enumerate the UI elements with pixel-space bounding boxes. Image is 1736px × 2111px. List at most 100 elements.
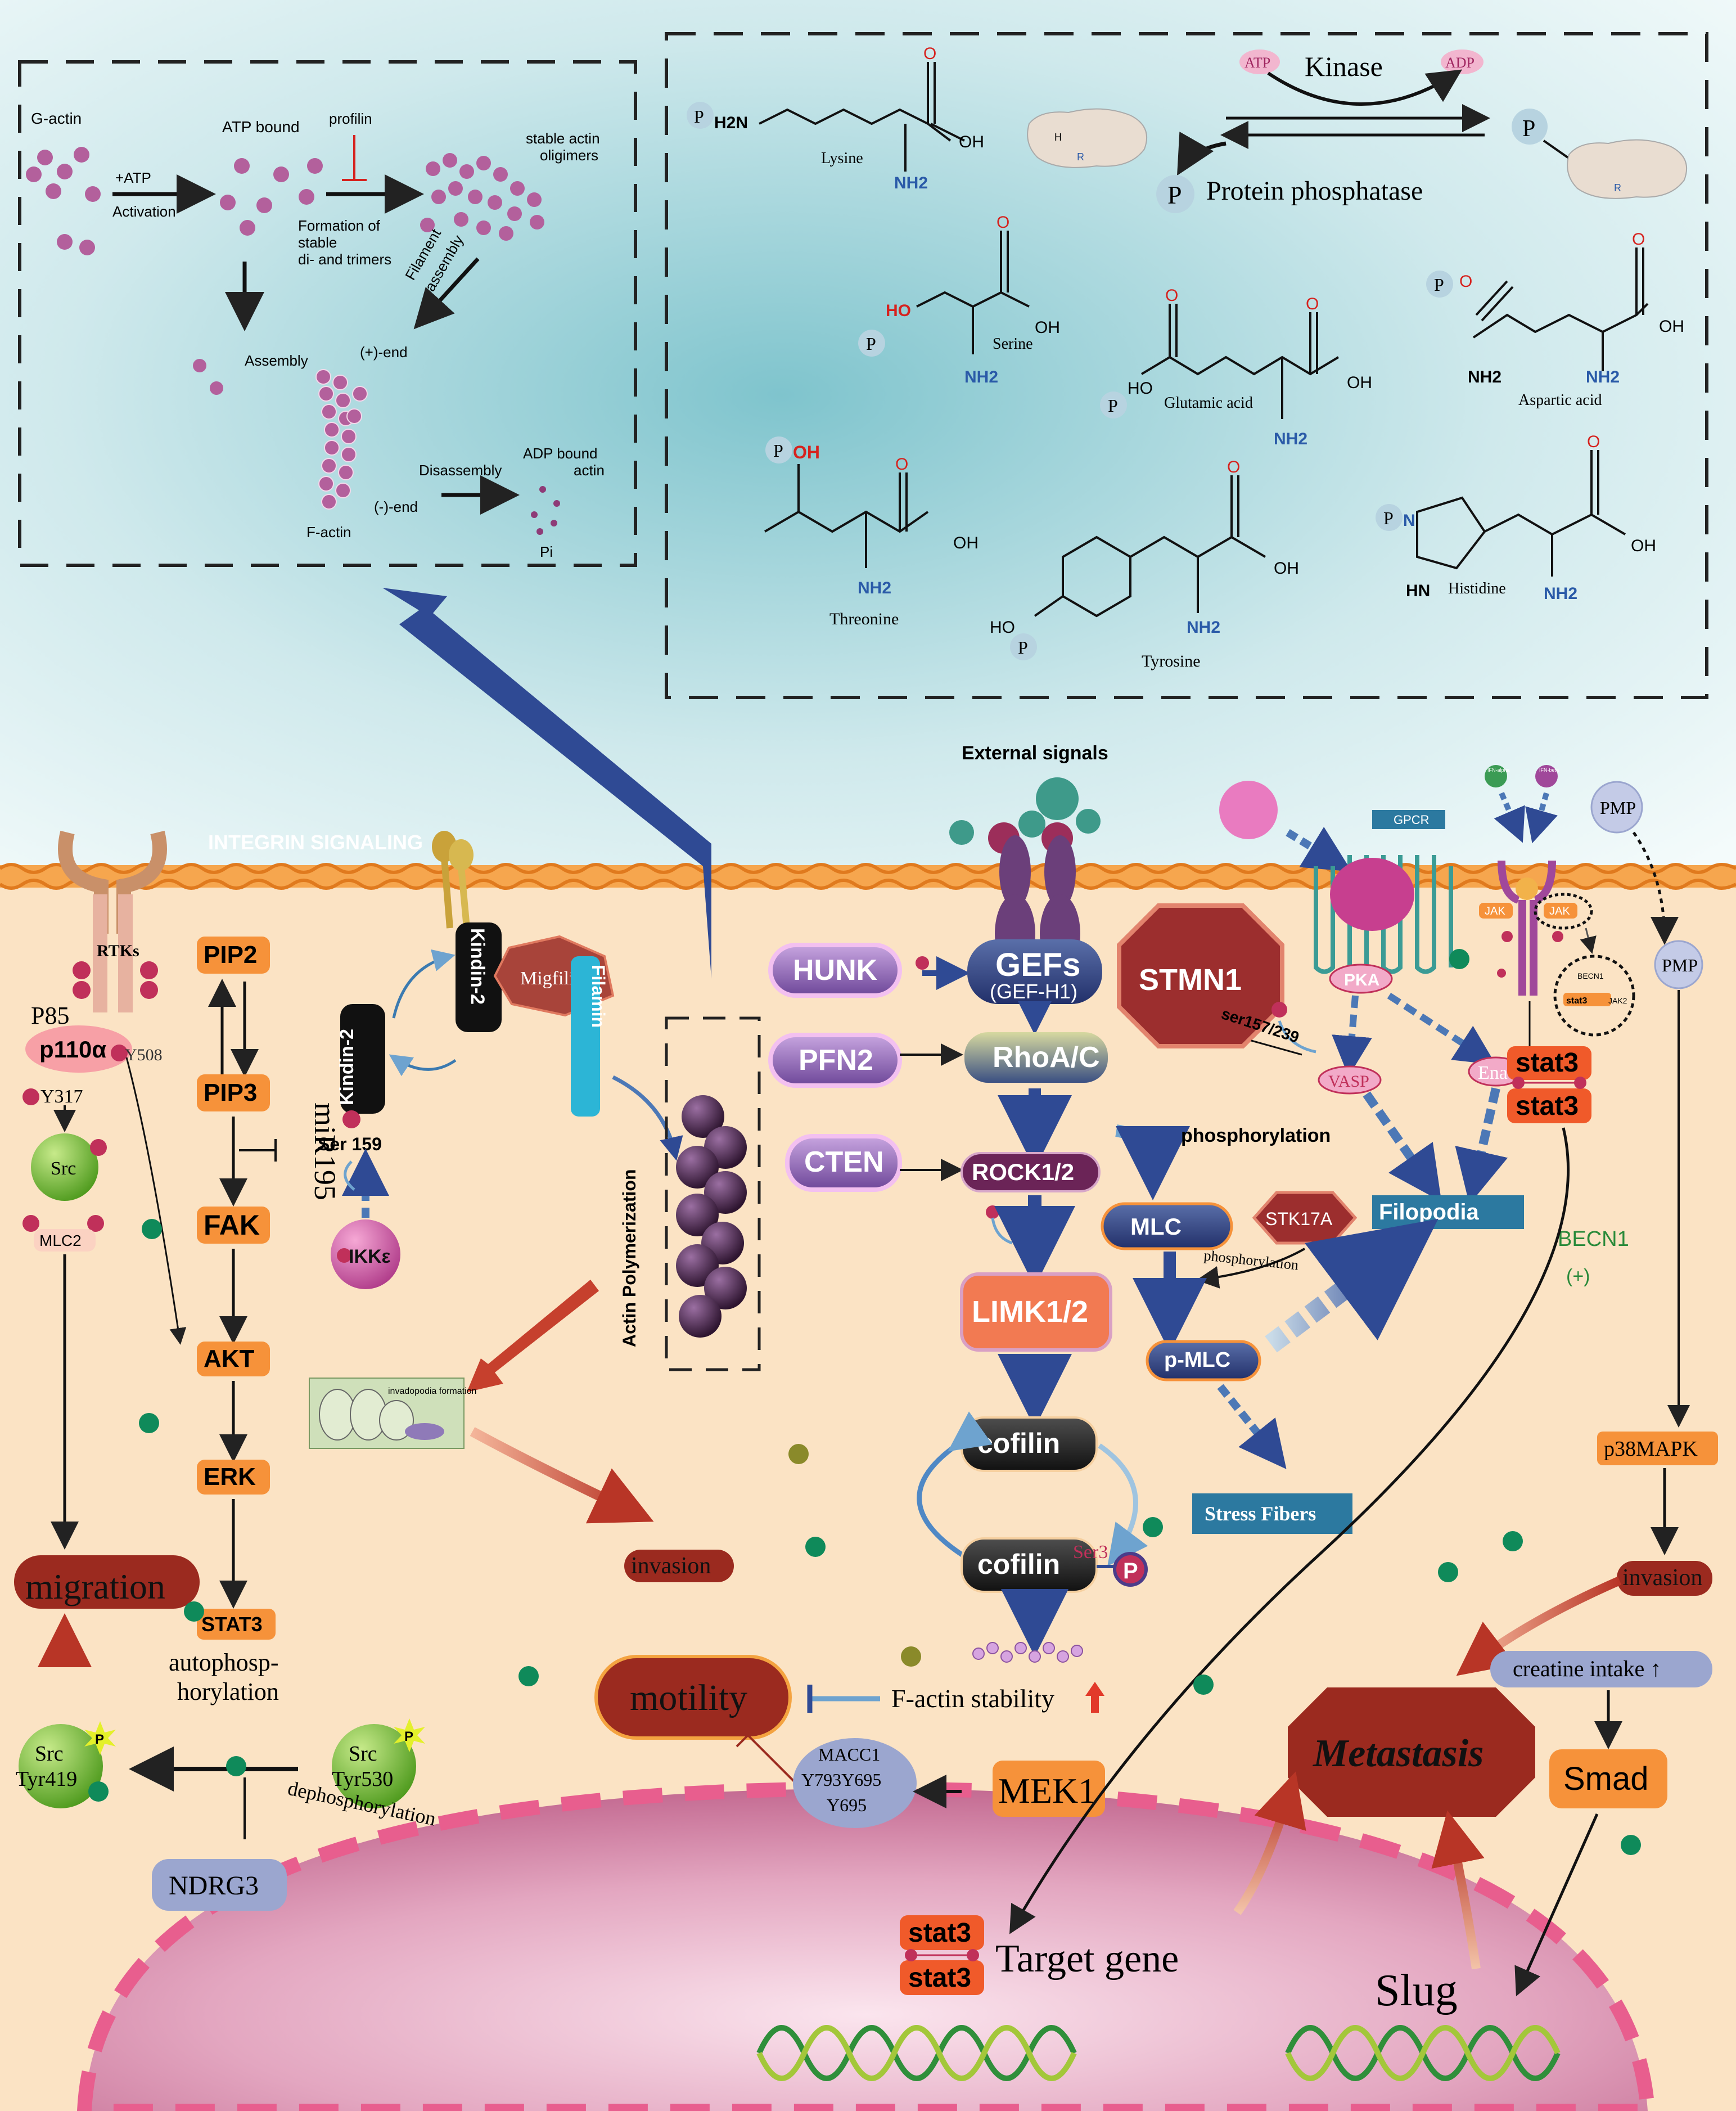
svg-text:NH2: NH2 [1274, 430, 1307, 448]
svg-text:O: O [1227, 458, 1240, 476]
aspartic-acid-structure [1472, 247, 1649, 371]
disassembly-label: Disassembly [419, 462, 502, 479]
fak-node [197, 1207, 270, 1244]
svg-text:O: O [923, 44, 936, 63]
motility-node [594, 1655, 792, 1740]
svg-text:Y695: Y695 [827, 1795, 867, 1815]
gpcr-label-box [1372, 810, 1445, 829]
svg-text:STK17A: STK17A [1265, 1209, 1333, 1229]
g-actin-label: G-actin [31, 110, 82, 127]
svg-text:P: P [95, 1732, 104, 1747]
svg-text:cofilin: cofilin [977, 1428, 1060, 1459]
rtk-receptor: RTKs [58, 830, 167, 1012]
p110a-node [25, 1025, 132, 1073]
svg-text:ROCK1/2: ROCK1/2 [972, 1159, 1074, 1185]
svg-text:Actin Polymerization: Actin Polymerization [619, 1169, 639, 1348]
svg-text:O: O [1165, 286, 1178, 305]
svg-text:JAK: JAK [1549, 905, 1570, 917]
actin-oligomers [420, 153, 544, 241]
erk-node [197, 1460, 270, 1495]
svg-text:Y317: Y317 [40, 1086, 83, 1107]
dna-helix-left [756, 2025, 1077, 2081]
adp-bound-label-1: ADP bound [523, 445, 598, 462]
svg-text:P: P [1018, 637, 1028, 658]
svg-text:P: P [773, 440, 783, 461]
glutamic-acid-label: Glutamic acid [1164, 394, 1253, 412]
svg-text:OH: OH [1347, 373, 1372, 392]
navy-arrow-to-actin-panel [382, 588, 711, 979]
plus-end-label: (+)-end [360, 344, 408, 361]
jak-receptor: IFN-alpha IFN-beta JAK JAK BECN1 stat3 J… [1479, 765, 1635, 1072]
kindlin2-right [456, 922, 502, 1032]
svg-text:OH: OH [953, 534, 979, 552]
svg-text:FAK: FAK [204, 1209, 260, 1241]
svg-text:IKKε: IKKε [349, 1246, 391, 1267]
mek1-node [993, 1761, 1105, 1817]
svg-text:P: P [1522, 116, 1535, 142]
formation-label-1: Formation of [298, 217, 381, 234]
stable-oligomers-label-2: oligimers [540, 147, 598, 164]
cofilin-phospho [1113, 1552, 1148, 1587]
svg-text:IFN-beta: IFN-beta [1539, 767, 1559, 773]
svg-text:R: R [1614, 182, 1621, 193]
formation-label-3: di- and trimers [298, 251, 391, 268]
rtks-label: RTKs [97, 942, 139, 960]
atp-bound-actin [220, 158, 323, 236]
svg-text:R: R [1077, 151, 1084, 163]
f-actin-label: F-actin [306, 524, 351, 541]
svg-text:stat3: stat3 [1516, 1048, 1579, 1078]
svg-text:P: P [404, 1729, 413, 1744]
hunk-node [768, 943, 902, 998]
svg-text:MACC1: MACC1 [818, 1744, 880, 1765]
svg-text:O: O [895, 455, 908, 474]
svg-text:P: P [866, 334, 876, 354]
svg-text:O: O [1632, 230, 1645, 249]
stat3-to-nucleus-arrow [1009, 1127, 1570, 1934]
svg-text:JAK2: JAK2 [1608, 996, 1627, 1005]
activation-label: Activation [112, 203, 176, 220]
svg-text:stat3: stat3 [908, 1963, 971, 1993]
svg-text:P: P [694, 106, 704, 127]
atp-label: ATP [1244, 55, 1270, 71]
ser3-label: Ser3 [1073, 1542, 1108, 1563]
svg-text:(GEF-H1): (GEF-H1) [990, 980, 1077, 1003]
svg-text:CTEN: CTEN [804, 1146, 884, 1178]
adp-actin-dots [531, 486, 560, 535]
formation-label-2: stable [298, 234, 337, 251]
threonine-structure [764, 464, 929, 568]
protein-substrate: H R [1027, 108, 1147, 168]
svg-text:PMP: PMP [1662, 955, 1698, 975]
p85-label: P85 [31, 1002, 69, 1029]
svg-text:motility: motility [630, 1677, 747, 1718]
svg-text:NH2: NH2 [894, 174, 928, 192]
rock-node [961, 1152, 1101, 1192]
svg-text:NH2: NH2 [1187, 618, 1220, 637]
svg-text:H2N: H2N [714, 114, 748, 132]
svg-text:BECN1: BECN1 [1577, 971, 1604, 980]
serine-structure [916, 231, 1030, 354]
svg-text:P: P [1383, 508, 1394, 528]
threonine-label: Threonine [829, 610, 899, 628]
autophos-label-1: autophosp- [169, 1649, 279, 1676]
ndrg3-node [152, 1859, 287, 1911]
migration-node [14, 1555, 200, 1609]
svg-text:invasion: invasion [631, 1553, 711, 1579]
integrin-signaling-label: INTEGRIN SIGNALING [208, 831, 423, 854]
rhoac-node [964, 1032, 1108, 1083]
limk-node [960, 1272, 1112, 1352]
profilin-label: profilin [329, 110, 372, 127]
svg-text:p-MLC: p-MLC [1164, 1348, 1230, 1372]
stmn1-node [1117, 903, 1284, 1048]
svg-text:P: P [1123, 1559, 1138, 1583]
stat3-dimer-cytoplasm: stat3 stat3 [1507, 1046, 1591, 1123]
svg-text:Kindin-2: Kindin-2 [467, 928, 488, 1005]
svg-text:Tyr530: Tyr530 [332, 1767, 393, 1791]
protein-phosphatase-label: Protein phosphatase [1206, 176, 1423, 206]
stress-fibers-node [1192, 1493, 1352, 1534]
external-signals-label: External signals [962, 742, 1108, 764]
serine-label: Serine [993, 335, 1033, 353]
target-gene-label: Target gene [995, 1937, 1179, 1981]
mlc2-label: MLC2 [39, 1232, 82, 1249]
actin-assembly-panel: G-actin +ATP Activation ATP bound profil… [18, 60, 637, 567]
svg-text:OH: OH [1274, 559, 1299, 578]
